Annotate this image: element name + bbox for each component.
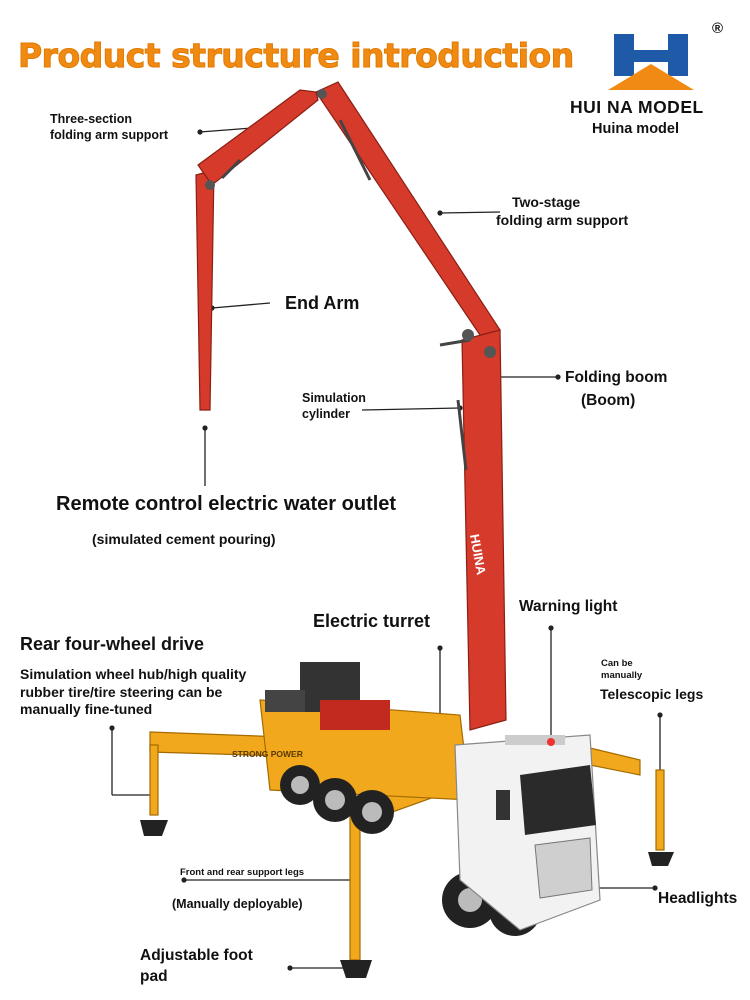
brand-subtitle: Huina model bbox=[592, 121, 680, 137]
label-rear-drive: Rear four-wheel drive bbox=[20, 634, 205, 654]
label-line: Folding boom bbox=[565, 369, 668, 386]
label-remote-outlet: Remote control electric water outlet bbox=[56, 493, 397, 515]
label-line: Simulation wheel hub/high quality bbox=[20, 666, 247, 682]
label-line: Can be bbox=[601, 658, 633, 669]
label-line: Two-stage bbox=[512, 194, 581, 210]
label-wheel-desc: Simulation wheel hub/high quality rubber… bbox=[20, 666, 246, 719]
label-telescopic-legs: Telescopic legs bbox=[600, 686, 704, 702]
label-line: Three-section bbox=[50, 112, 132, 126]
page-title: Product structure introduction bbox=[18, 36, 575, 76]
label-simulated-pouring: (simulated cement pouring) bbox=[92, 531, 276, 547]
label-electric-turret: Electric turret bbox=[313, 611, 431, 631]
label-line: manually fine-tuned bbox=[20, 701, 153, 717]
boom bbox=[195, 81, 507, 731]
label-folding-boom: Folding boom (Boom) bbox=[565, 368, 667, 411]
label-line: pad bbox=[140, 967, 168, 985]
side-text: STRONG POWER bbox=[232, 749, 303, 759]
label-end-arm: End Arm bbox=[285, 293, 360, 313]
label-line: folding arm support bbox=[496, 211, 629, 228]
label-two-stage: Two-stage folding arm support bbox=[496, 194, 628, 229]
registered-mark: ® bbox=[712, 20, 724, 37]
brand-name: HUI NA MODEL bbox=[570, 97, 704, 117]
label-line: Adjustable foot bbox=[140, 947, 253, 964]
label-headlights: Headlights bbox=[658, 890, 738, 907]
label-manually-deployable: (Manually deployable) bbox=[172, 897, 303, 911]
label-line: rubber tire/tire steering can be bbox=[20, 683, 223, 700]
label-warning-light: Warning light bbox=[519, 598, 618, 615]
brand-logo-icon bbox=[608, 34, 694, 90]
label-simulation-cylinder: Simulation cylinder bbox=[302, 391, 366, 422]
label-line: (Boom) bbox=[581, 392, 636, 410]
cab bbox=[454, 734, 601, 931]
label-line: cylinder bbox=[302, 406, 350, 421]
label-three-section: Three-section folding arm support bbox=[50, 112, 168, 143]
label-support-legs: Front and rear support legs bbox=[180, 867, 305, 878]
label-line: manually bbox=[601, 669, 643, 681]
label-line: Simulation bbox=[302, 391, 366, 405]
label-line: folding arm support bbox=[50, 127, 169, 142]
chassis: STRONG POWER bbox=[232, 662, 471, 801]
label-can-be-manually: Can be manually bbox=[601, 658, 642, 682]
boom-brand-text: HUINA bbox=[467, 533, 489, 577]
label-foot-pad: Adjustable foot pad bbox=[140, 946, 253, 988]
brand-logo bbox=[606, 32, 696, 92]
